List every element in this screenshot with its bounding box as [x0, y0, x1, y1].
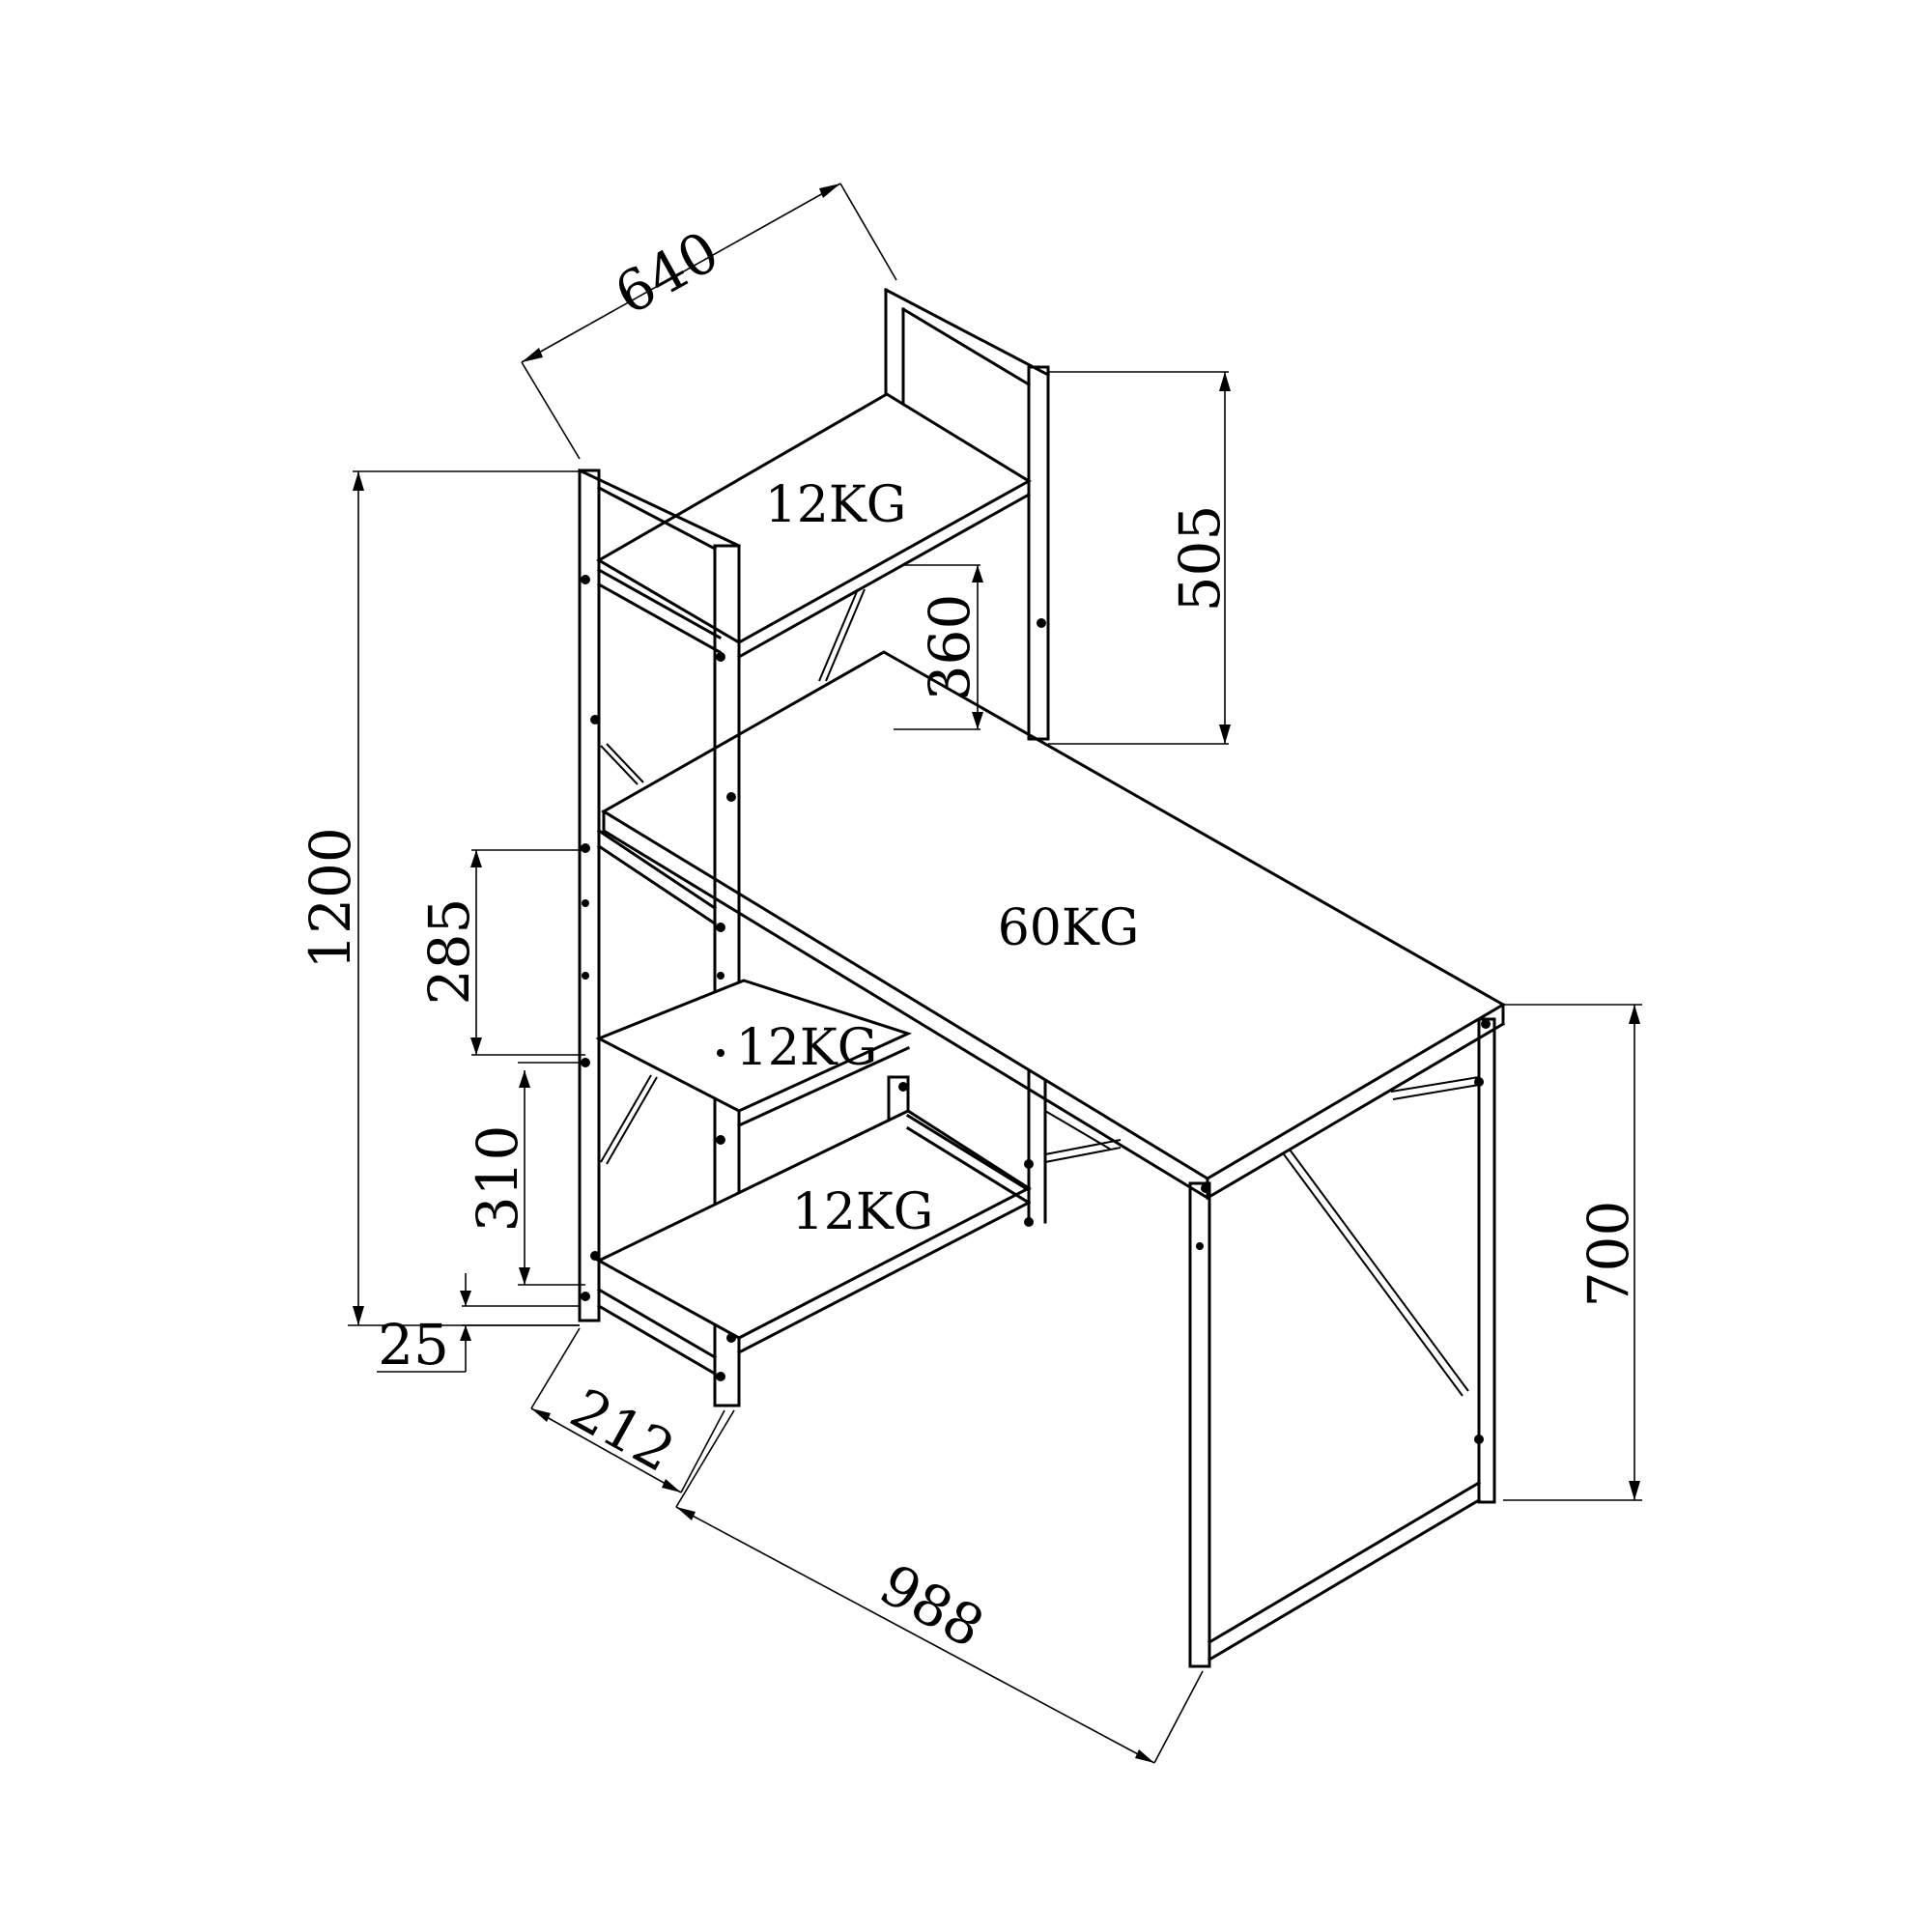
- shelf-unit: [578, 287, 1051, 1407]
- dim-640-label: 640: [604, 218, 729, 327]
- dimension-lines: [348, 183, 1642, 1764]
- load-desktop-label: 60KG: [998, 899, 1140, 957]
- dim-25-label: 25: [378, 1312, 449, 1378]
- dim-700-label: 700: [1576, 1201, 1641, 1308]
- desk-structure: [601, 650, 1506, 1668]
- load-bottom-shelf-label: 12KG: [792, 1183, 934, 1241]
- dim-310-label: 310: [465, 1125, 530, 1233]
- dim-360-label: 360: [917, 594, 982, 701]
- dim-505-label: 505: [1167, 505, 1233, 612]
- load-middle-shelf-label: 12KG: [736, 1019, 878, 1077]
- dim-285-label: 285: [416, 898, 482, 1006]
- dim-1200-label: 1200: [298, 827, 363, 970]
- load-top-shelf-label: 12KG: [765, 476, 907, 534]
- dim-212-label: 212: [560, 1376, 686, 1485]
